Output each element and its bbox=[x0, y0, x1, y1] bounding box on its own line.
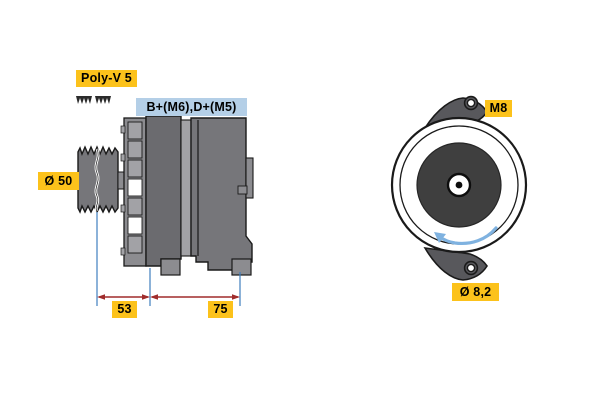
rotation-arrow-arc bbox=[438, 226, 498, 246]
housing-boss bbox=[120, 125, 126, 134]
stator-lamination-band bbox=[180, 119, 192, 257]
dimension-arrows bbox=[97, 294, 240, 300]
dimension-extension-lines bbox=[96, 212, 241, 306]
rotation-arrow-icon bbox=[434, 226, 498, 246]
front-mounting-foot bbox=[160, 258, 181, 276]
label-bore-diameter: Ø 8,2 bbox=[452, 283, 499, 301]
front-housing-block bbox=[145, 115, 182, 267]
cooling-slot bbox=[127, 178, 143, 197]
pulley-shaft-stub bbox=[117, 171, 125, 190]
rear-cover-tab bbox=[245, 157, 254, 199]
label-dimension-75: 75 bbox=[208, 301, 233, 318]
shaft-center-point bbox=[455, 181, 463, 189]
label-mounting-thread: M8 bbox=[485, 100, 512, 117]
arrowhead-53-left bbox=[97, 294, 105, 300]
arrowhead-75-left bbox=[150, 294, 158, 300]
cooling-slot bbox=[127, 235, 143, 254]
label-terminals: B+(M6),D+(M5) bbox=[136, 98, 247, 116]
housing-boss bbox=[120, 153, 126, 162]
v-belt-groove-profile-icon bbox=[76, 96, 111, 104]
rear-housing bbox=[190, 117, 254, 271]
drive-end-housing bbox=[120, 117, 147, 267]
bottom-lug-bore bbox=[466, 263, 476, 273]
terminal-boss bbox=[237, 185, 248, 195]
belt-profile-right bbox=[95, 96, 111, 104]
stator-housing bbox=[145, 115, 192, 267]
top-lug-bore bbox=[466, 98, 476, 108]
rotation-arrow-head bbox=[434, 232, 446, 243]
pulley-assembly bbox=[77, 145, 125, 214]
label-dimension-53: 53 bbox=[112, 301, 137, 318]
label-pulley-diameter: Ø 50 bbox=[38, 172, 79, 190]
rear-mounting-foot bbox=[231, 258, 252, 276]
housing-boss bbox=[120, 247, 126, 256]
pulley-section-break-outline bbox=[95, 148, 99, 212]
arrowhead-75-right bbox=[232, 294, 240, 300]
cooling-slot bbox=[127, 197, 143, 216]
belt-profile-left bbox=[76, 96, 92, 104]
cooling-slot bbox=[127, 216, 143, 235]
housing-boss bbox=[120, 204, 126, 213]
cooling-slot bbox=[127, 140, 143, 159]
label-belt-profile: Poly-V 5 bbox=[76, 70, 137, 87]
cooling-slot bbox=[127, 121, 143, 140]
mounting-foot bbox=[160, 258, 252, 276]
cooling-slot bbox=[127, 159, 143, 178]
end-face-view bbox=[390, 95, 528, 281]
arrowhead-53-right bbox=[142, 294, 150, 300]
side-section-view bbox=[76, 96, 254, 306]
